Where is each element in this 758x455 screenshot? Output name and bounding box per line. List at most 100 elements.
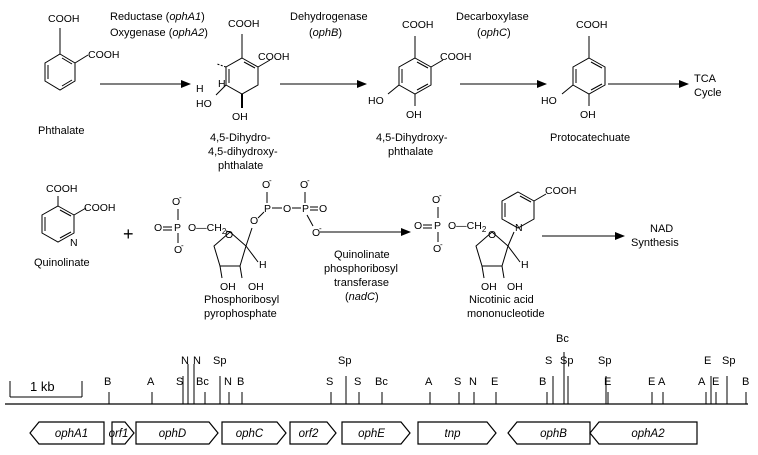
tca-label-2: Cycle <box>694 87 722 99</box>
prpp-o-1: O <box>154 222 162 234</box>
restriction-site-label: Bc <box>196 376 209 388</box>
prpp-o-3: O <box>283 203 291 215</box>
dihydroxyphthalate-oh: OH <box>406 109 422 121</box>
gene-label-ophC: ophC <box>236 428 264 440</box>
reaction-4-line-1: Quinolinate <box>334 249 390 261</box>
quinolinate-cooh-1: COOH <box>46 183 78 195</box>
restriction-site-label: E <box>604 376 611 388</box>
reaction-3-enzyme: Decarboxylase <box>456 11 529 23</box>
reaction-1-enzyme-2: Oxygenase (ophA2) <box>110 27 208 39</box>
restriction-site-label: N <box>193 355 201 367</box>
dihydroxyphthalate-cooh-2: COOH <box>440 51 472 63</box>
dihydroxyphthalate-label-2: phthalate <box>388 146 433 158</box>
restriction-site-label: S <box>545 355 552 367</box>
reaction-1-enzyme-1: Reductase (ophA1) <box>110 11 205 23</box>
nad-label-2: Synthesis <box>631 237 679 249</box>
gene-label-ophA1: ophA1 <box>55 428 88 440</box>
restriction-site-label: B <box>237 376 244 388</box>
protocatechuate-ho: HO <box>541 95 557 107</box>
restriction-site-label: E <box>704 355 711 367</box>
nmn-o-minus-1: O <box>432 194 440 206</box>
restriction-site-label: A <box>658 376 666 388</box>
gene-label-orf1: orf1 <box>109 428 129 440</box>
protocatechuate-oh: OH <box>580 109 596 121</box>
plus-sign: + <box>123 224 134 244</box>
nmn-h: H <box>521 259 529 271</box>
dihydrodiol-ho: HO <box>196 98 212 110</box>
quinolinate-label: Quinolinate <box>34 257 90 269</box>
tca-label-1: TCA <box>694 73 717 85</box>
gene-arrow-ophA2 <box>589 421 698 445</box>
prpp-charge-1: - <box>179 193 182 202</box>
prpp-o-minus-5: O <box>312 227 320 239</box>
restriction-site-label: B <box>104 376 111 388</box>
prpp-p-1: P <box>174 222 181 234</box>
restriction-site-label: E <box>648 376 655 388</box>
prpp-p-2: P <box>264 203 271 215</box>
reaction-4-line-3: transferase <box>334 277 389 289</box>
phthalate-structure: COOH COOH <box>44 13 120 91</box>
prpp-oh-2: OH <box>248 281 264 293</box>
gene-label-tnp: tnp <box>445 428 462 440</box>
nmn-cooh: COOH <box>545 185 577 197</box>
gene-label-ophE: ophE <box>358 428 385 440</box>
dihydrodiol-cooh-2: COOH <box>258 51 290 63</box>
prpp-o-4: O <box>319 203 327 215</box>
restriction-site-label: A <box>147 376 155 388</box>
restriction-site-label: A <box>698 376 706 388</box>
gene-arrow-orf1 <box>111 421 135 445</box>
gene-label-orf2: orf2 <box>299 428 319 440</box>
gene-label-ophA2: ophA2 <box>631 428 665 440</box>
dihydrodiol-label-2: 4,5-dihydroxy- <box>208 146 278 158</box>
prpp-h: H <box>259 259 267 271</box>
prpp-oh-1: OH <box>220 281 236 293</box>
restriction-site-label: N <box>224 376 232 388</box>
dihydroxyphthalate-ho: HO <box>368 95 384 107</box>
nmn-oh-1: OH <box>481 281 497 293</box>
nmn-o-minus-2: O <box>433 243 441 255</box>
quinolinate-n: N <box>70 237 78 249</box>
nad-label-1: NAD <box>650 223 673 235</box>
nmn-n: N <box>515 222 523 234</box>
reaction-2-enzyme: Dehydrogenase <box>290 11 368 23</box>
restriction-site-label: Sp <box>213 355 226 367</box>
dihydrodiol-h-1: H <box>196 83 204 95</box>
dihydroxyphthalate-structure: COOH COOH HO OH <box>368 19 472 121</box>
protocatechuate-structure: COOH HO OH <box>541 19 608 121</box>
protocatechuate-label: Protocatechuate <box>550 132 630 144</box>
restriction-site-label: N <box>469 376 477 388</box>
restriction-site-label: Sp <box>722 355 735 367</box>
restriction-site-label: Sp <box>560 355 573 367</box>
gene-arrow-tnp <box>417 421 497 445</box>
dihydrodiol-cooh-1: COOH <box>228 18 260 30</box>
gene-arrow-ophE <box>341 421 411 445</box>
phthalate-cooh-1: COOH <box>48 13 80 25</box>
dihydrodiol-h-2: H <box>218 78 226 90</box>
nmn-oh-2: OH <box>507 281 523 293</box>
protocatechuate-cooh: COOH <box>576 19 608 31</box>
nmn-label-2: mononucleotide <box>467 308 545 320</box>
nmn-label-1: Nicotinic acid <box>469 294 534 306</box>
nmn-charge-1: - <box>439 191 442 200</box>
restriction-site-label: E <box>712 376 719 388</box>
dihydrodiol-label-3: phthalate <box>218 160 263 172</box>
reaction-3-gene: (ophC) <box>477 27 511 39</box>
nmn-p: P <box>434 220 441 232</box>
nicotinic-mononucleotide-structure: O - O P O - O—CH2 O H OH OH N COOH <box>414 185 577 293</box>
prpp-charge-4: - <box>307 176 310 185</box>
restriction-site-label: N <box>181 355 189 367</box>
restriction-site-label: Bc <box>375 376 388 388</box>
restriction-site-label: S <box>326 376 333 388</box>
prpp-o-minus-2: O <box>174 244 182 256</box>
prpp-o-2: O <box>250 215 258 227</box>
dihydrodiol-oh: OH <box>232 111 248 123</box>
restriction-site-label: B <box>539 376 546 388</box>
nmn-och2: O—CH2 <box>448 220 487 234</box>
nmn-ring-o: O <box>488 229 496 241</box>
restriction-site-label: S <box>176 376 183 388</box>
nmn-charge-2: - <box>440 240 443 249</box>
quinolinate-structure: COOH COOH N <box>41 183 116 249</box>
quinolinate-cooh-2: COOH <box>84 202 116 214</box>
